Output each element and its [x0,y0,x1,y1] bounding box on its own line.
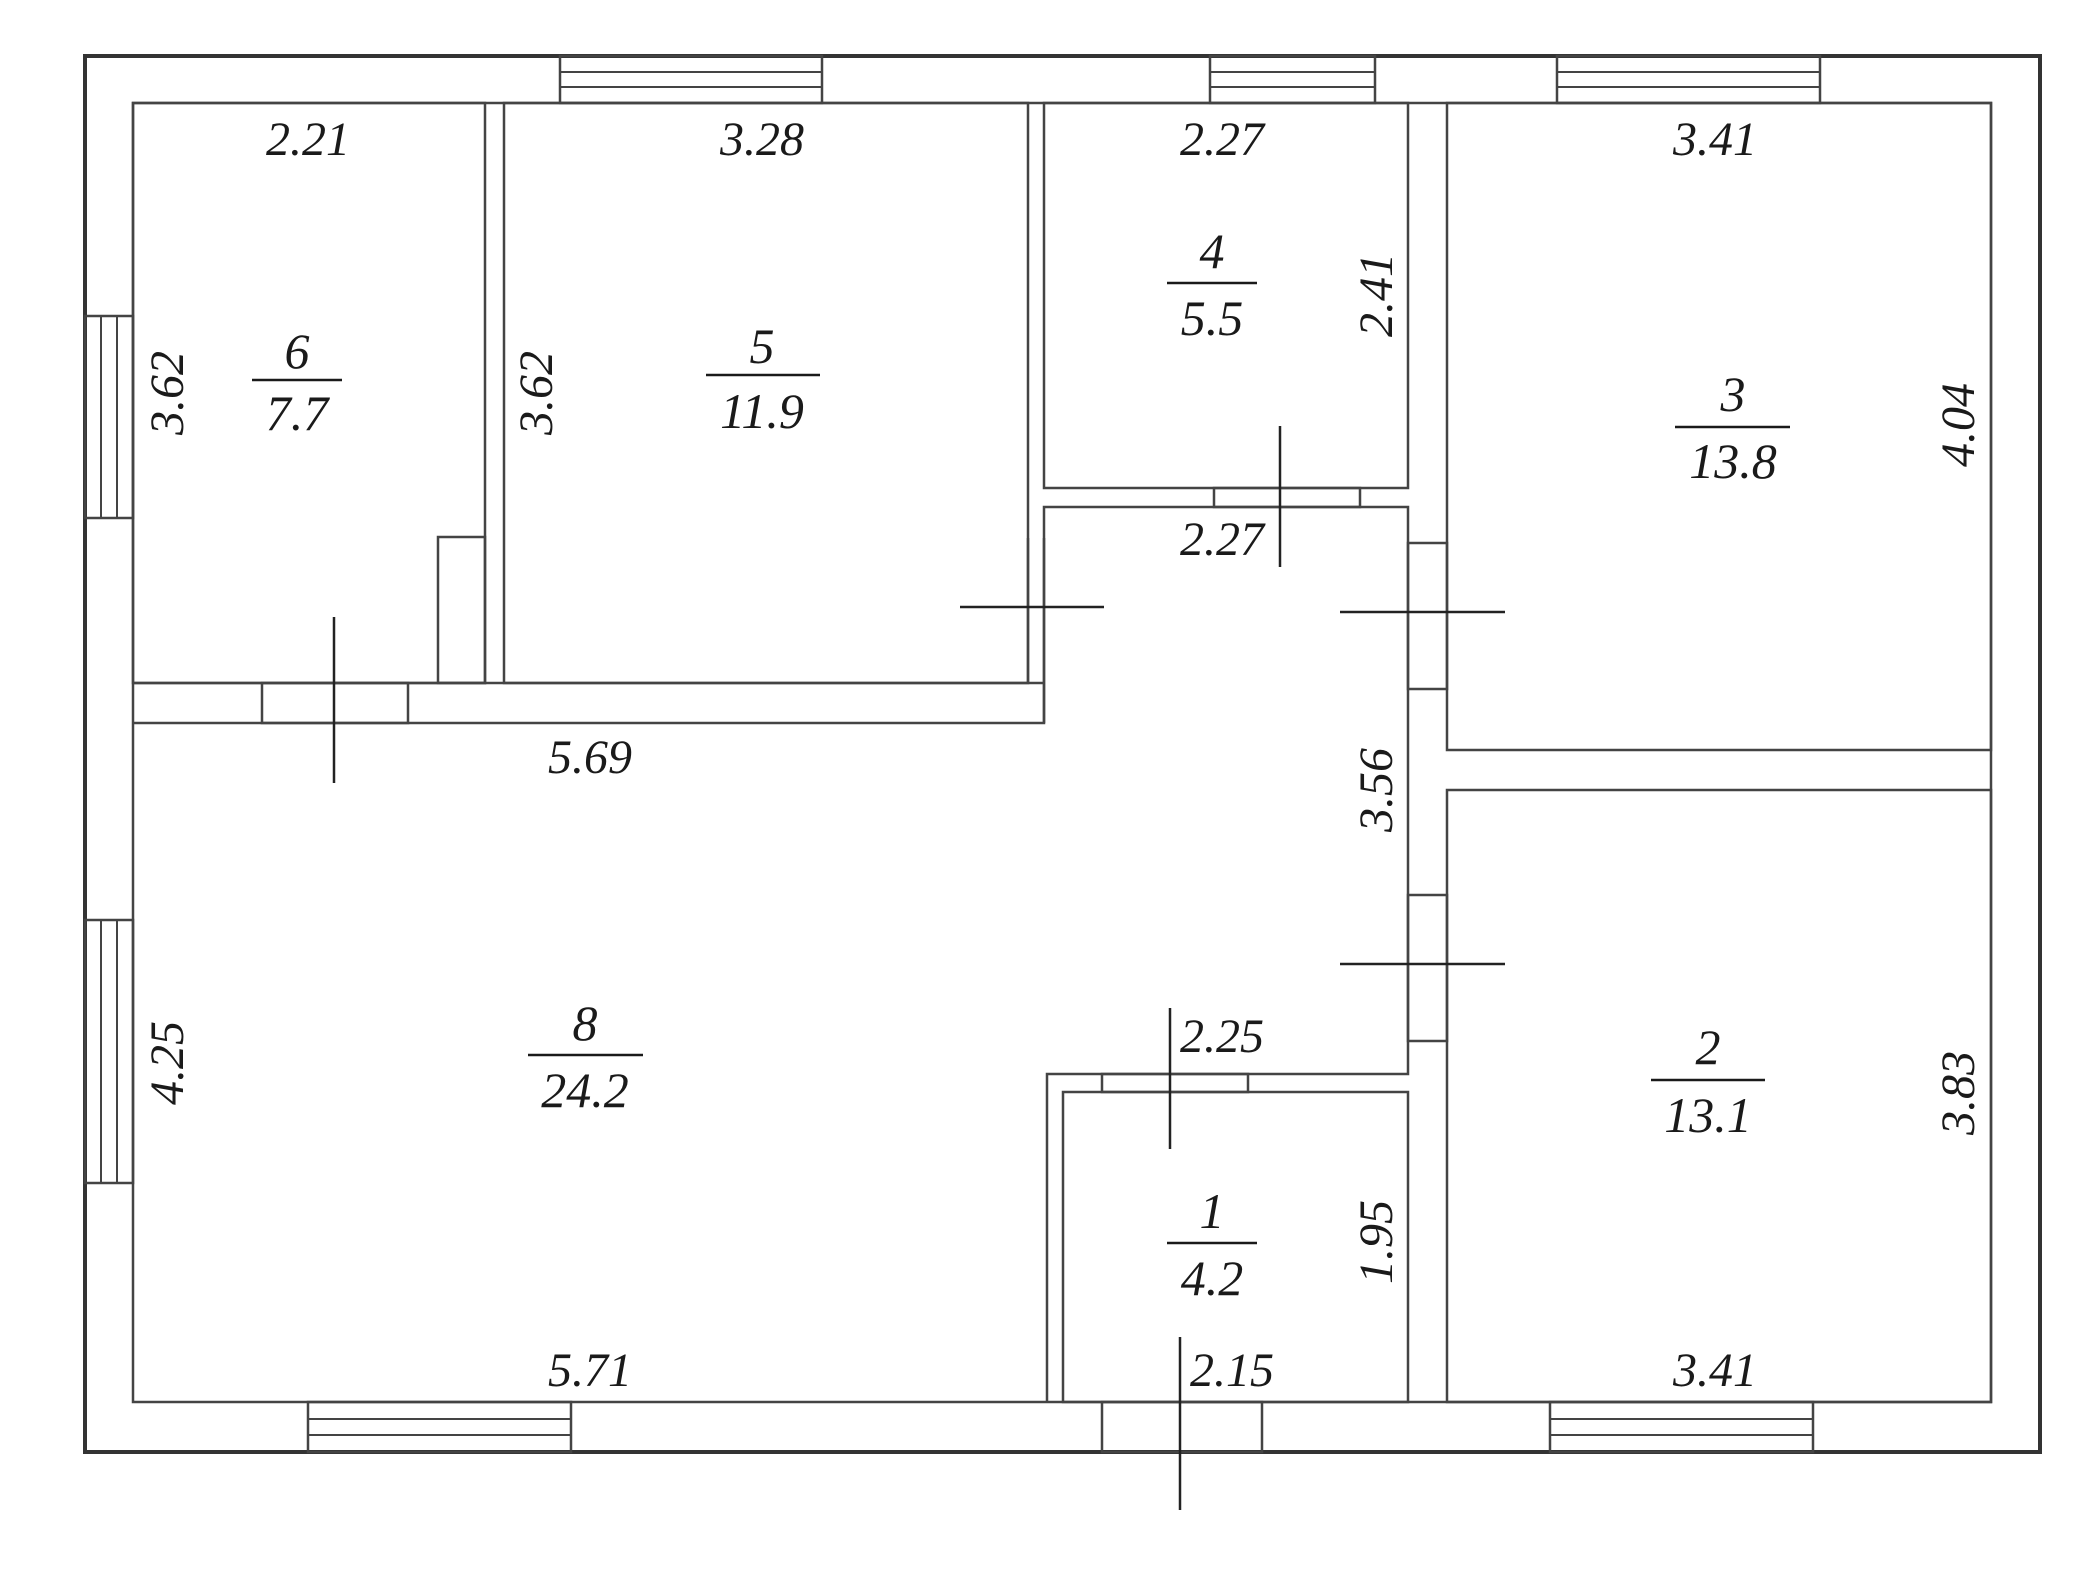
dim-room3-top: 3.41 [1672,113,1757,166]
door-room-4 [1212,486,1362,509]
room-5-number: 5 [750,318,775,374]
window-top-room-3 [1555,54,1822,105]
dim-room8-left: 4.25 [141,1021,194,1105]
dim-hall-top: 2.27 [1180,513,1266,566]
room-3-number: 3 [1720,366,1746,422]
room-4-area: 5.5 [1181,290,1244,346]
dim-room2-bottom: 3.41 [1672,1344,1757,1397]
door-room-3 [1406,541,1449,691]
door-room-1 [1100,1072,1250,1094]
room-3-area: 13.8 [1689,433,1777,489]
window-bottom-room-8 [306,1400,573,1454]
room-6-label: 6 7.7 [252,323,342,441]
room-1-area: 4.2 [1181,1250,1244,1306]
dim-room3-right: 4.04 [1932,383,1985,467]
room-6-area: 7.7 [266,385,331,441]
dim-room1-bottom: 2.15 [1190,1344,1274,1397]
dim-room5-top: 3.28 [719,113,804,166]
window-left-room-6 [83,314,135,520]
room-5-label: 5 11.9 [706,318,820,439]
room-5-area: 11.9 [720,383,804,439]
room-2-label: 2 13.1 [1651,1019,1765,1143]
room-2-number: 2 [1696,1019,1721,1075]
dim-room4-top: 2.27 [1180,113,1266,166]
room-8-label: 8 24.2 [528,995,643,1118]
room-8-number: 8 [573,995,598,1051]
dim-room5-left: 3.62 [510,351,563,436]
dim-room2-right: 3.83 [1932,1051,1985,1136]
dim-room6-left: 3.62 [141,351,194,436]
room-2-area: 13.1 [1664,1087,1752,1143]
window-top-room-4 [1208,54,1377,105]
room-6-closet [436,535,487,685]
window-left-room-8 [83,918,135,1185]
dim-room8-top: 5.69 [548,731,632,784]
room-1-label: 1 4.2 [1167,1183,1257,1306]
dim-room1-top: 2.25 [1180,1010,1264,1063]
room-1-number: 1 [1200,1183,1225,1239]
door-room-2 [1406,893,1449,1043]
room-4-number: 4 [1200,223,1225,279]
room-4-label: 4 5.5 [1167,223,1257,346]
outer-wall-outer [83,54,2042,1454]
dim-room4-right: 2.41 [1350,253,1403,337]
dim-room6-top: 2.21 [266,113,350,166]
dim-room8-bottom: 5.71 [548,1344,632,1397]
dim-room1-right: 1.95 [1350,1200,1403,1284]
room-3-label: 3 13.8 [1675,366,1790,489]
window-bottom-room-2 [1548,1400,1815,1454]
room-6-number: 6 [285,323,310,379]
dim-hall-right: 3.56 [1350,748,1403,833]
entrance-door [1100,1400,1264,1454]
window-top-room-5 [558,54,824,105]
room-8-area: 24.2 [541,1062,629,1118]
